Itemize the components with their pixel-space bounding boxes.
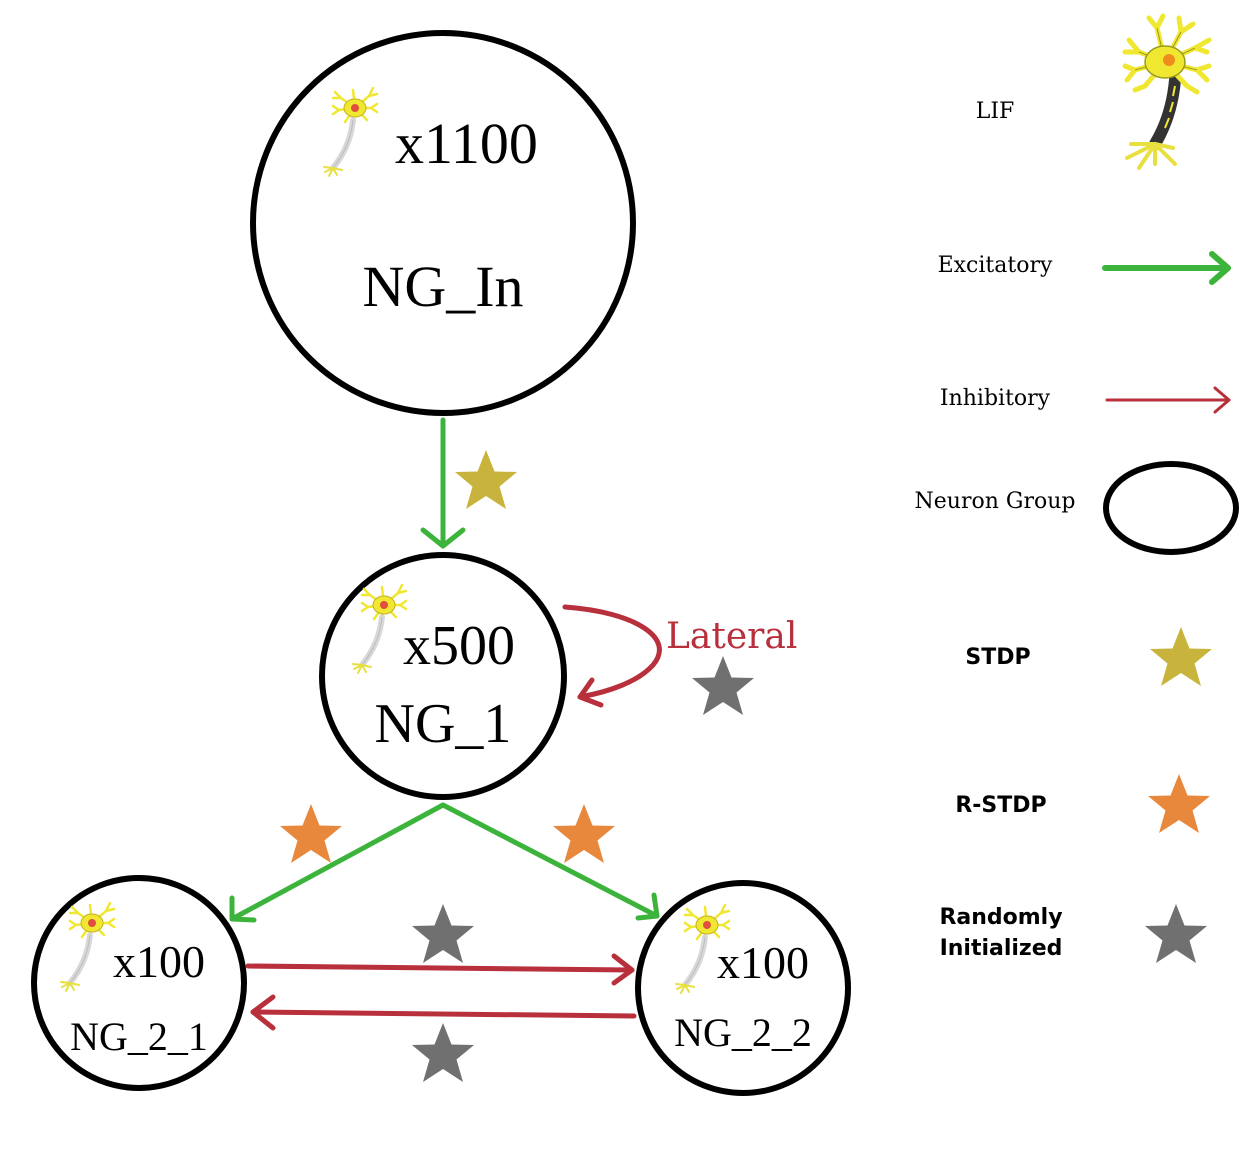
rstdp-star-icon bbox=[280, 804, 342, 863]
legend-random-label-line1: Randomly bbox=[939, 905, 1062, 930]
group-2-1-count: x100 bbox=[113, 936, 205, 987]
legend-rstdp-star-icon bbox=[1148, 774, 1210, 833]
excitatory-arrow-1-to-2-1 bbox=[229, 802, 446, 923]
legend-neuron-group-ellipse bbox=[1103, 461, 1239, 555]
lif-neuron-icon bbox=[1122, 13, 1212, 170]
lateral-inhibitory-arrow bbox=[562, 604, 662, 708]
stdp-star-icon bbox=[455, 450, 517, 509]
group-2-2-count: x100 bbox=[717, 937, 809, 988]
neuron-group-in bbox=[250, 30, 636, 416]
legend-excitatory-arrow bbox=[1102, 251, 1231, 285]
random-star-icon bbox=[412, 904, 474, 963]
legend-stdp-star-icon bbox=[1150, 627, 1212, 686]
excitatory-arrow-in-to-1 bbox=[420, 417, 466, 549]
legend-random-star-icon bbox=[1145, 904, 1207, 963]
neuron-icon bbox=[353, 585, 406, 673]
group-1-count: x500 bbox=[403, 615, 515, 677]
legend-inhibitory-arrow bbox=[1105, 386, 1231, 414]
neuron-group-1 bbox=[319, 552, 567, 800]
legend-lif-label: LIF bbox=[976, 99, 1015, 124]
legend-inhibitory-label: Inhibitory bbox=[940, 386, 1051, 411]
rstdp-star-icon bbox=[553, 804, 615, 863]
group-2-2-name: NG_2_2 bbox=[674, 1010, 812, 1055]
inhibitory-arrow-2-1-to-2-2 bbox=[245, 953, 635, 986]
inhibitory-arrow-2-2-to-2-1 bbox=[250, 994, 637, 1031]
legend-excitatory-label: Excitatory bbox=[938, 253, 1053, 278]
neuron-icon bbox=[324, 88, 377, 176]
legend-stdp-label: STDP bbox=[965, 645, 1030, 670]
excitatory-arrow-1-to-2-2 bbox=[440, 802, 660, 921]
lateral-label: Lateral bbox=[666, 616, 797, 657]
random-star-icon bbox=[692, 656, 754, 715]
legend-random-label-line2: Initialized bbox=[940, 936, 1063, 961]
legend-rstdp-label: R-STDP bbox=[955, 793, 1046, 818]
group-1-name: NG_1 bbox=[375, 693, 512, 755]
neuron-group-2-1 bbox=[31, 875, 247, 1091]
neuron-icon bbox=[61, 903, 114, 991]
legend-neuron-group-label: Neuron Group bbox=[915, 489, 1076, 514]
neuron-group-2-2 bbox=[635, 880, 851, 1096]
random-star-icon bbox=[412, 1023, 474, 1082]
group-2-1-name: NG_2_1 bbox=[70, 1014, 208, 1059]
group-in-name: NG_In bbox=[362, 254, 523, 319]
group-in-count: x1100 bbox=[395, 111, 538, 176]
